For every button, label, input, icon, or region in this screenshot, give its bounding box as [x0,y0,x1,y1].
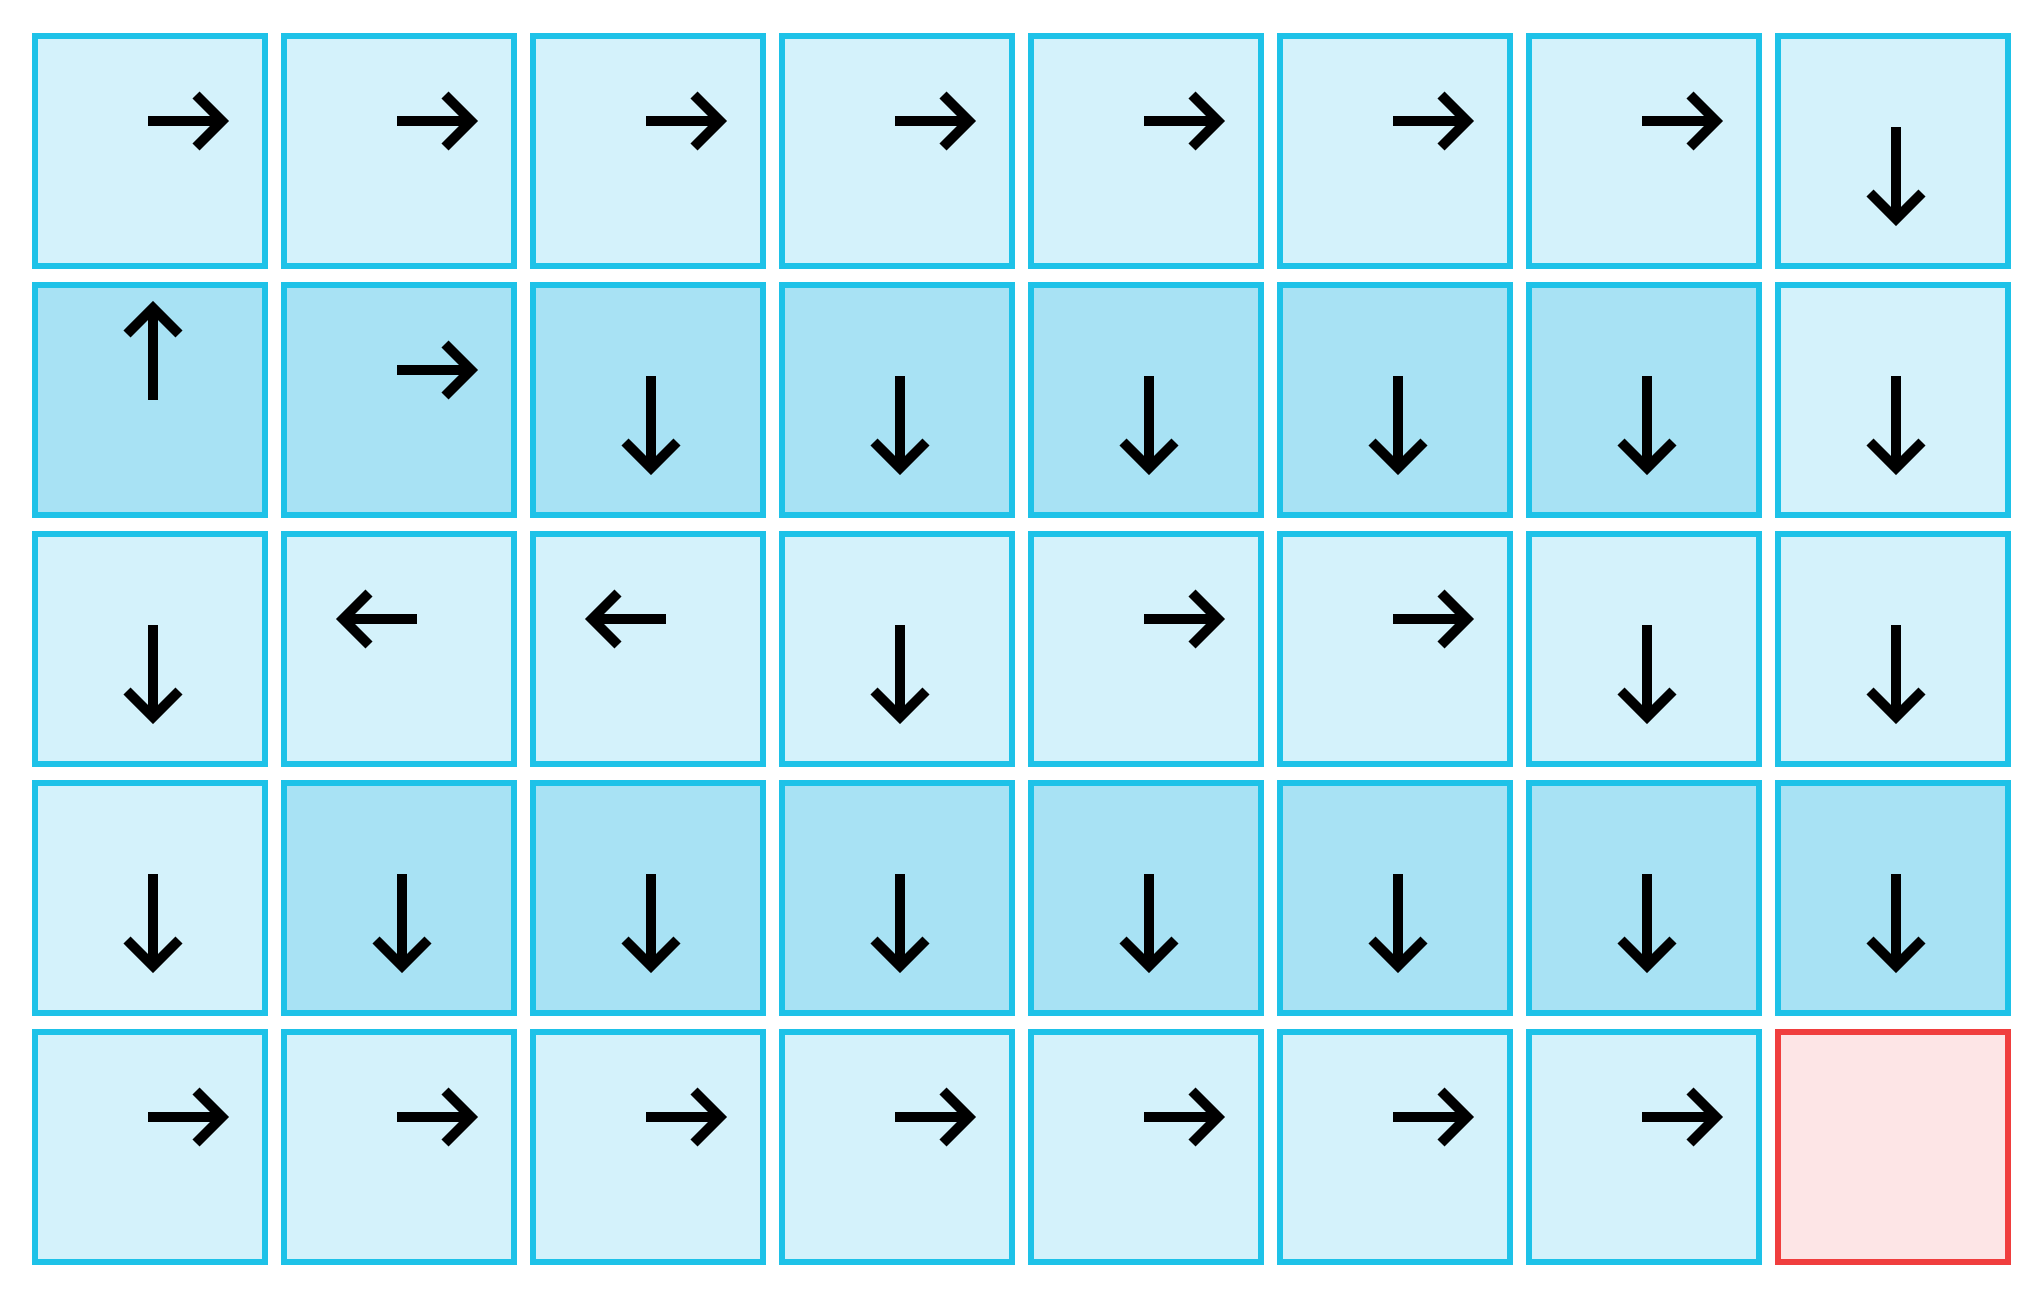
arrow-down-icon [1368,874,1428,974]
arrow-right-icon [895,91,977,151]
arrow-down-icon [1119,874,1179,974]
arrow-down-icon [123,625,183,725]
grid-cell [779,780,1015,1016]
arrow-down-icon [372,874,432,974]
grid-cell [1775,33,2011,269]
grid-cell [281,1029,517,1265]
goal-cell [1775,1029,2011,1265]
grid-cell [32,33,268,269]
arrow-right-icon [397,1087,479,1147]
grid-cell [1526,282,1762,518]
grid-cell [1526,531,1762,767]
grid-cell [779,33,1015,269]
grid-cell [1277,780,1513,1016]
arrow-right-icon [1642,91,1724,151]
grid-cell [530,282,766,518]
grid-cell [32,1029,268,1265]
arrow-right-icon [1393,1087,1475,1147]
arrow-left-icon [584,589,666,649]
arrow-down-icon [621,874,681,974]
grid-cell [32,780,268,1016]
grid-cell [779,531,1015,767]
arrow-down-icon [1617,625,1677,725]
grid-cell [1526,33,1762,269]
grid-cell [1028,1029,1264,1265]
grid-cell [1277,282,1513,518]
arrow-right-icon [148,1087,230,1147]
grid-cell [530,1029,766,1265]
arrow-down-icon [1866,625,1926,725]
grid-cell [530,531,766,767]
policy-grid [32,33,2012,1268]
arrow-down-icon [870,625,930,725]
grid-cell [1028,33,1264,269]
arrow-down-icon [621,376,681,476]
arrow-right-icon [148,91,230,151]
grid-cell [530,780,766,1016]
grid-cell [530,33,766,269]
grid-cell [1028,531,1264,767]
grid-cell [1028,282,1264,518]
arrow-right-icon [646,91,728,151]
arrow-down-icon [1866,127,1926,227]
arrow-down-icon [1866,376,1926,476]
grid-cell [1526,1029,1762,1265]
arrow-right-icon [397,340,479,400]
arrow-right-icon [397,91,479,151]
grid-cell [1277,33,1513,269]
arrow-down-icon [1617,874,1677,974]
grid-cell [281,33,517,269]
arrow-up-icon [123,300,183,400]
grid-cell [281,282,517,518]
grid-cell [32,531,268,767]
grid-cell [281,531,517,767]
arrow-down-icon [870,874,930,974]
arrow-right-icon [1393,91,1475,151]
grid-cell [1526,780,1762,1016]
grid-cell [1775,780,2011,1016]
grid-cell [1775,282,2011,518]
grid-cell [779,1029,1015,1265]
grid-cell [281,780,517,1016]
grid-cell [1277,1029,1513,1265]
arrow-right-icon [646,1087,728,1147]
arrow-down-icon [1617,376,1677,476]
arrow-down-icon [870,376,930,476]
arrow-right-icon [1642,1087,1724,1147]
arrow-down-icon [1368,376,1428,476]
grid-cell [1775,531,2011,767]
arrow-down-icon [1866,874,1926,974]
arrow-right-icon [1393,589,1475,649]
arrow-down-icon [1119,376,1179,476]
arrow-right-icon [1144,1087,1226,1147]
grid-cell [1028,780,1264,1016]
grid-cell [1277,531,1513,767]
grid-cell [779,282,1015,518]
grid-cell [32,282,268,518]
arrow-right-icon [1144,589,1226,649]
arrow-down-icon [123,874,183,974]
arrow-right-icon [1144,91,1226,151]
arrow-right-icon [895,1087,977,1147]
arrow-left-icon [335,589,417,649]
